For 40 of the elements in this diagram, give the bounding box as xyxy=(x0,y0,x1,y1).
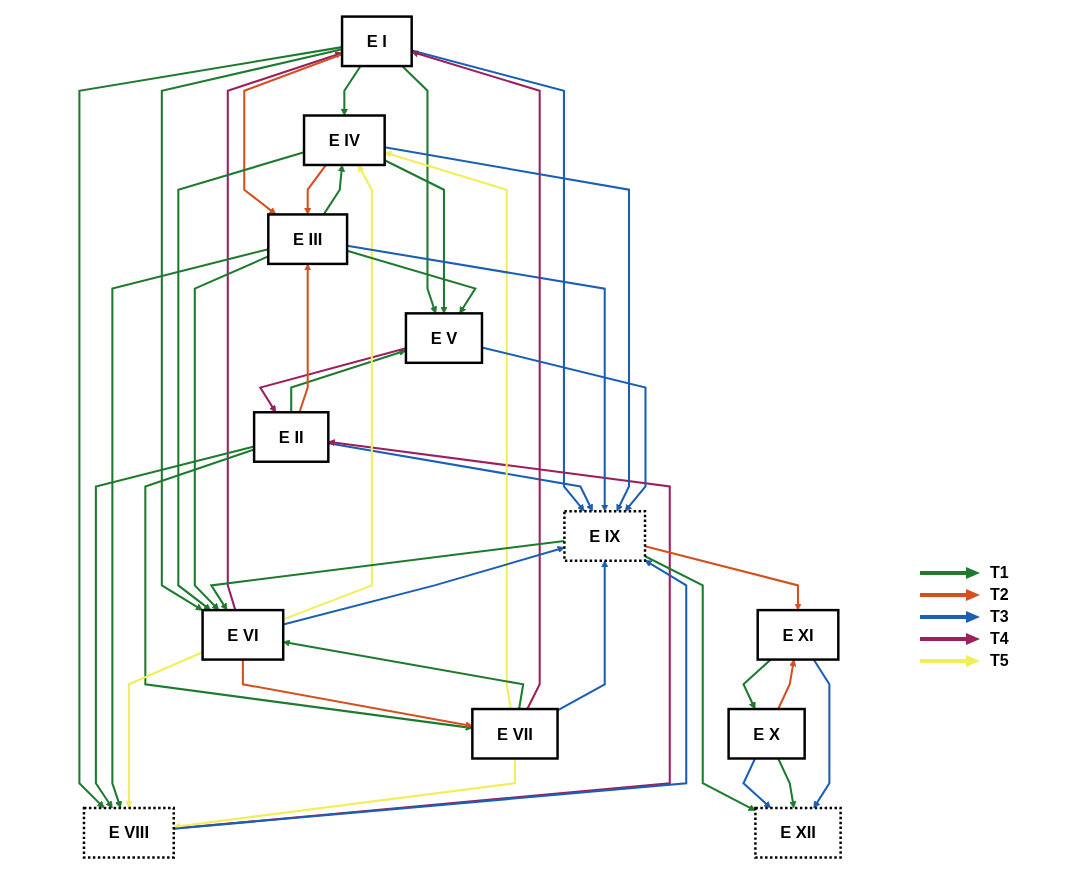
node-box: E VI xyxy=(201,608,285,661)
legend-label: T2 xyxy=(990,586,1009,604)
legend-label: T4 xyxy=(990,630,1009,648)
arrow xyxy=(177,151,305,611)
arrow xyxy=(777,659,797,710)
arrow xyxy=(173,758,516,830)
arrow xyxy=(193,255,269,611)
arrow xyxy=(144,448,473,731)
arrow xyxy=(304,164,327,215)
arrow xyxy=(173,560,688,830)
arrow xyxy=(298,263,312,413)
node-box: E VII xyxy=(471,707,559,760)
node-box: E XII xyxy=(754,806,842,859)
arrow xyxy=(411,50,541,710)
arrow xyxy=(173,439,671,830)
arrow xyxy=(160,48,343,611)
arrow xyxy=(557,560,609,712)
arrow xyxy=(411,49,585,512)
node-box: E III xyxy=(267,213,349,266)
legend-label: T1 xyxy=(990,564,1009,582)
arrow xyxy=(241,659,473,729)
node-box: E IV xyxy=(302,114,386,167)
arrow xyxy=(209,539,565,611)
legend-label: T3 xyxy=(990,608,1009,626)
arrow xyxy=(322,164,346,215)
legend-label: T5 xyxy=(990,652,1009,670)
arrow xyxy=(384,159,448,314)
node-box: E VIII xyxy=(82,806,175,859)
arrow xyxy=(481,346,647,512)
arrow xyxy=(384,146,631,512)
arrow xyxy=(226,51,343,611)
arrow xyxy=(328,442,593,512)
arrow xyxy=(384,150,512,710)
node-box: E I xyxy=(340,15,413,68)
arrow xyxy=(243,53,343,215)
node-box: E X xyxy=(727,707,806,760)
node-box: E V xyxy=(404,312,484,365)
node-box: E XI xyxy=(756,608,840,661)
node-box: E II xyxy=(252,411,330,463)
node-box: E IX xyxy=(563,509,647,562)
